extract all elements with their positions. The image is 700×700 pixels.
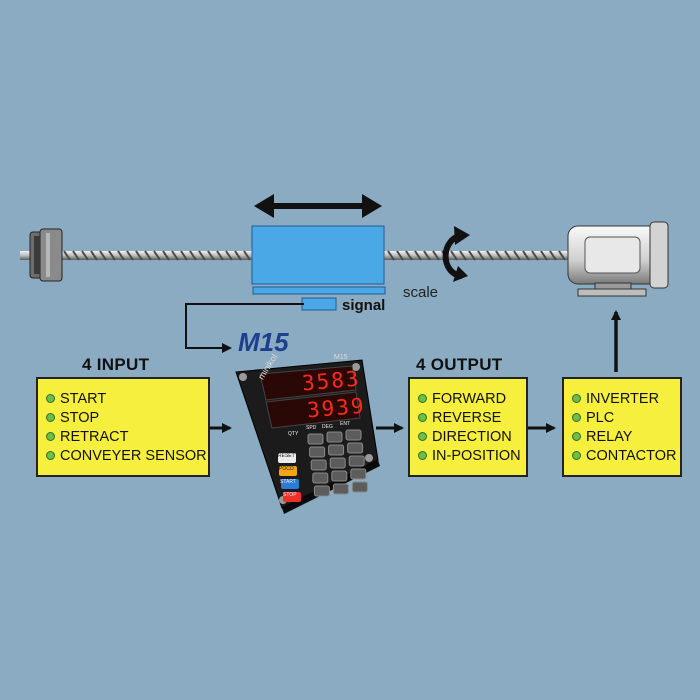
key-stop [283, 492, 301, 502]
motor [567, 221, 669, 297]
bullet-icon [418, 413, 427, 422]
output-item: REVERSE [418, 408, 526, 427]
bullet-icon [46, 432, 55, 441]
bullet-icon [572, 451, 581, 460]
input-item: START [46, 389, 208, 408]
controller-key-label: QTY [288, 431, 299, 437]
flow-arrows [209, 310, 621, 433]
bullet-icon [418, 432, 427, 441]
device-item: PLC [572, 408, 680, 427]
controller-model-small: M15 [334, 354, 348, 361]
device-box: INVERTER PLC RELAY CONTACTOR [562, 377, 682, 477]
keypad-key [329, 457, 346, 469]
input-header: 4 INPUT [82, 355, 150, 374]
controller-key-label: SPD [306, 425, 317, 431]
motion-arrow [254, 194, 382, 218]
keypad-key [350, 468, 367, 480]
rotation-arrow [442, 226, 470, 282]
keypad-key [313, 485, 330, 497]
keypad-key [331, 470, 348, 482]
key-orange [279, 466, 297, 476]
linear-scale [252, 286, 386, 295]
input-item: RETRACT [46, 427, 208, 446]
display-bottom-value: 3939 [306, 393, 367, 423]
bullet-icon [46, 413, 55, 422]
keypad-key [310, 459, 327, 471]
display-top-value: 3583 [301, 366, 362, 396]
bullet-icon [46, 394, 55, 403]
bullet-icon [572, 413, 581, 422]
keypad-key [351, 481, 368, 493]
keypad-key [309, 446, 326, 458]
bullet-icon [46, 451, 55, 460]
carriage [251, 225, 385, 285]
device-item: INVERTER [572, 389, 680, 408]
output-item: IN-POSITION [418, 446, 526, 465]
signal-label: signal [342, 297, 386, 314]
keypad-key [348, 455, 365, 467]
output-item: DIRECTION [418, 427, 526, 446]
scale-sensor [301, 297, 337, 311]
device-item: CONTACTOR [572, 446, 680, 465]
bullet-icon [418, 451, 427, 460]
keypad-key [312, 472, 329, 484]
bullet-icon [572, 394, 581, 403]
output-item: FORWARD [418, 389, 526, 408]
controller-key-label: POCO [279, 466, 294, 472]
keypad-key [347, 442, 364, 454]
key-start [281, 479, 299, 489]
keypad-key [328, 444, 345, 456]
keypad-key [326, 431, 343, 443]
m15-controller [235, 359, 380, 514]
output-box: FORWARD REVERSE DIRECTION IN-POSITION [408, 377, 528, 477]
controller-key-label: DEG [322, 424, 333, 430]
signal-wire [185, 303, 304, 353]
keypad-key [345, 429, 362, 441]
screw-end-bearing [29, 228, 63, 282]
keypad-key [307, 433, 324, 445]
controller-model-label: M15 [238, 327, 289, 357]
bullet-icon [572, 432, 581, 441]
key-white [278, 453, 296, 463]
input-item: STOP [46, 408, 208, 427]
scale-label: scale [403, 284, 439, 301]
output-header: 4 OUTPUT [416, 355, 503, 374]
input-item: CONVEYER SENSOR [46, 446, 208, 465]
keypad-key [332, 483, 349, 495]
bullet-icon [418, 394, 427, 403]
input-box: START STOP RETRACT CONVEYER SENSOR [36, 377, 210, 477]
controller-key-label: RESET [278, 453, 295, 459]
controller-key-label: START [280, 479, 296, 485]
device-item: RELAY [572, 427, 680, 446]
keypad [307, 429, 368, 497]
controller-key-label: ENT [340, 421, 350, 427]
controller-key-label: STOP [283, 492, 297, 498]
